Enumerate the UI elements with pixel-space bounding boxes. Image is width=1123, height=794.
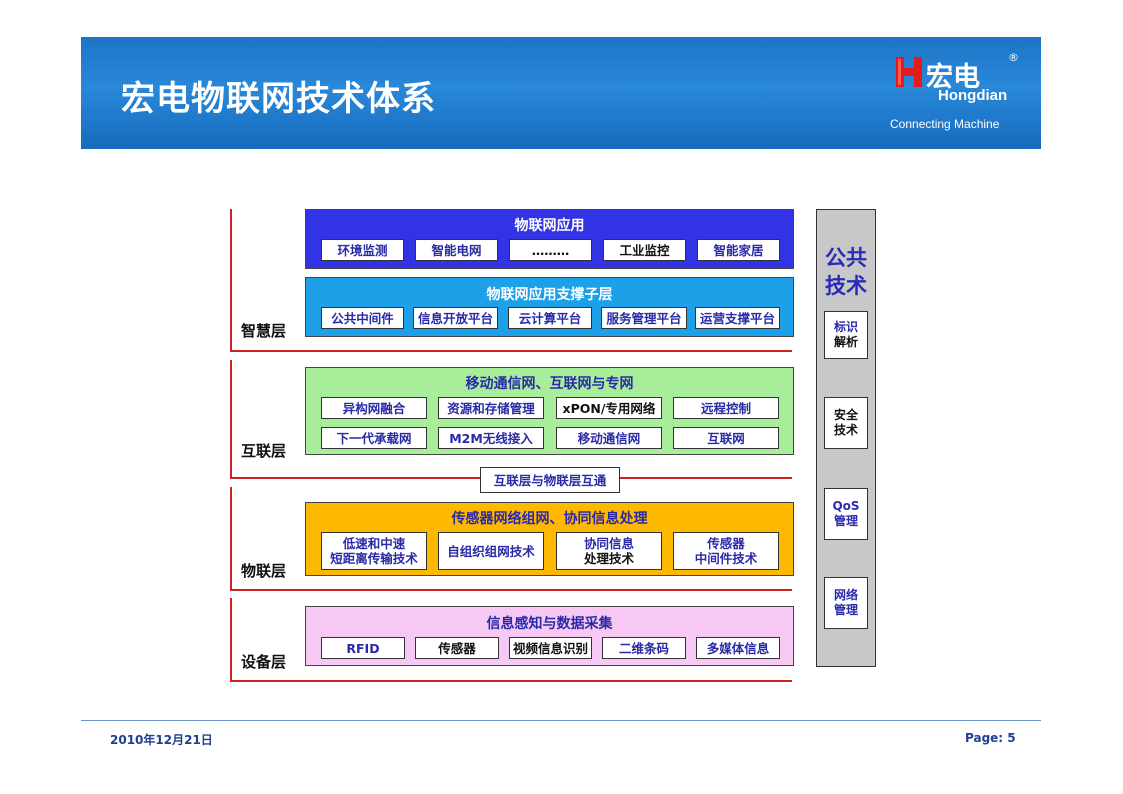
sensor-item-middleware: 传感器 中间件技术 bbox=[673, 532, 779, 570]
perception-panel-title: 信息感知与数据采集 bbox=[486, 616, 613, 632]
sensor-item-transmission: 低速和中速 短距离传输技术 bbox=[321, 532, 427, 570]
perception-item-multimedia: 多媒体信息 bbox=[696, 637, 780, 659]
header-banner: 宏电物联网技术体系 宏电 ® Hongdian Connecting Machi… bbox=[81, 37, 1041, 149]
company-logo: 宏电 ® Hongdian Connecting Machine bbox=[890, 51, 1036, 135]
sensor-item-collaborative: 协同信息 处理技术 bbox=[556, 532, 662, 570]
internet-layer-underline-right bbox=[620, 477, 792, 479]
layer-label-device: 设备层 bbox=[241, 653, 287, 671]
page-title: 宏电物联网技术体系 bbox=[121, 79, 436, 119]
perception-item-qr: 二维条码 bbox=[602, 637, 686, 659]
network-item-m2m: M2M无线接入 bbox=[438, 427, 544, 449]
sensor-network-panel-title: 传感器网络组网、协同信息处理 bbox=[451, 511, 648, 527]
smart-layer-underline bbox=[230, 350, 792, 352]
network-item-internet: 互联网 bbox=[673, 427, 779, 449]
support-item-service: 服务管理平台 bbox=[601, 307, 687, 329]
device-layer-underline bbox=[230, 680, 792, 682]
network-panel-title: 移动通信网、互联网与专网 bbox=[465, 376, 634, 392]
common-item-qos-line2: 管理 bbox=[833, 514, 858, 528]
sensor-item-middleware-line2: 中间件技术 bbox=[694, 551, 758, 566]
layer-label-iot: 物联层 bbox=[241, 562, 287, 580]
common-item-identification-line2: 解析 bbox=[833, 335, 858, 349]
app-item-ellipsis: ……… bbox=[509, 239, 592, 261]
sensor-item-self-organizing-line1: 自组织组网技术 bbox=[447, 543, 535, 559]
app-item-smart-grid: 智能电网 bbox=[415, 239, 498, 261]
network-item-remote: 远程控制 bbox=[673, 397, 779, 419]
common-item-network-mgmt-line1: 网络 bbox=[833, 588, 858, 602]
device-layer-bracket bbox=[230, 598, 232, 682]
footer-date: 2010年12月21日 bbox=[110, 733, 213, 747]
hongdian-logo-icon bbox=[896, 57, 922, 87]
common-item-qos-line1: QoS bbox=[832, 499, 860, 513]
sensor-item-transmission-line1: 低速和中速 bbox=[342, 536, 406, 551]
footer-page-number: Page: 5 bbox=[965, 731, 1016, 745]
support-panel-title: 物联网应用支撑子层 bbox=[486, 287, 613, 303]
app-item-smart-home: 智能家居 bbox=[697, 239, 780, 261]
support-item-operation: 运营支撑平台 bbox=[695, 307, 780, 329]
common-tech-title-line2: 技术 bbox=[825, 274, 867, 298]
common-tech-title: 公共 技术 bbox=[817, 244, 875, 300]
smart-layer-bracket bbox=[230, 209, 232, 352]
support-item-cloud: 云计算平台 bbox=[508, 307, 592, 329]
logo-name: 宏电 bbox=[926, 62, 980, 93]
sensor-item-collaborative-line2: 处理技术 bbox=[583, 551, 634, 566]
layer-label-internet: 互联层 bbox=[241, 442, 287, 460]
network-item-mobile: 移动通信网 bbox=[556, 427, 662, 449]
common-item-identification-line1: 标识 bbox=[833, 320, 858, 334]
common-item-security-line1: 安全 bbox=[833, 408, 858, 422]
logo-tagline: Connecting Machine bbox=[890, 117, 1000, 131]
network-item-xpon: xPON/专用网络 bbox=[556, 397, 662, 419]
common-item-network-mgmt-line2: 管理 bbox=[833, 603, 858, 617]
perception-item-rfid: RFID bbox=[321, 637, 405, 659]
application-panel-title: 物联网应用 bbox=[514, 218, 585, 234]
common-item-network-mgmt: 网络 管理 bbox=[824, 577, 868, 629]
app-item-industrial: 工业监控 bbox=[603, 239, 686, 261]
app-item-environment: 环境监测 bbox=[321, 239, 404, 261]
logo-registered-mark: ® bbox=[1008, 51, 1019, 64]
sensor-item-transmission-line2: 短距离传输技术 bbox=[330, 551, 418, 566]
network-item-resource: 资源和存储管理 bbox=[438, 397, 544, 419]
common-tech-panel: 公共 技术 标识 解析 安全 技术 QoS 管理 网络 管理 bbox=[816, 209, 876, 667]
common-tech-title-line1: 公共 bbox=[825, 246, 867, 270]
network-item-heterogeneous: 异构网融合 bbox=[321, 397, 427, 419]
bridge-box: 互联层与物联层互通 bbox=[480, 467, 620, 493]
sensor-item-middleware-line1: 传感器 bbox=[707, 536, 745, 551]
sensor-item-self-organizing: 自组织组网技术 bbox=[438, 532, 544, 570]
common-item-identification: 标识 解析 bbox=[824, 311, 868, 359]
logo-english-name: Hongdian bbox=[938, 87, 1008, 104]
common-item-qos: QoS 管理 bbox=[824, 488, 868, 540]
common-item-security-line2: 技术 bbox=[833, 423, 858, 437]
layer-label-smart: 智慧层 bbox=[241, 322, 287, 340]
sensor-item-collaborative-line1: 协同信息 bbox=[583, 536, 634, 551]
iot-layer-bracket bbox=[230, 487, 232, 591]
internet-layer-underline bbox=[230, 477, 480, 479]
network-item-next-gen: 下一代承载网 bbox=[321, 427, 427, 449]
common-item-security: 安全 技术 bbox=[824, 397, 868, 449]
footer-divider bbox=[81, 720, 1041, 721]
support-item-info-open: 信息开放平台 bbox=[413, 307, 498, 329]
internet-layer-bracket bbox=[230, 360, 232, 478]
perception-item-video: 视频信息识别 bbox=[509, 637, 592, 659]
iot-layer-underline bbox=[230, 589, 792, 591]
support-item-middleware: 公共中间件 bbox=[321, 307, 404, 329]
perception-item-sensor: 传感器 bbox=[415, 637, 499, 659]
